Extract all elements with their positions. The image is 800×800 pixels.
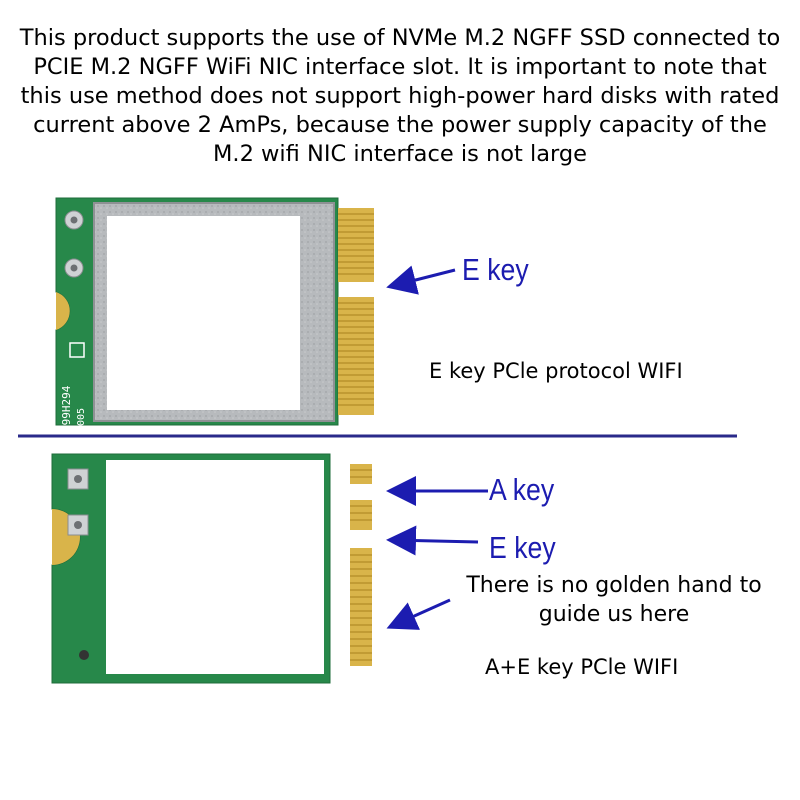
bottom-e-key-label: E key — [489, 530, 556, 565]
intro-line: this use method does not support high-po… — [20, 83, 780, 109]
bottom-gold-fingers — [350, 464, 372, 666]
arrow-icon — [386, 265, 456, 295]
antenna-connector-icon — [67, 468, 89, 490]
antenna-connector-icon — [64, 210, 84, 230]
note-line: There is no golden hand to — [466, 573, 762, 598]
top-e-key-notch — [346, 282, 376, 297]
bottom-wifi-card: A14-12 A E — [51, 453, 374, 684]
bottom-label-area — [106, 460, 324, 674]
key-letter-a: A — [337, 480, 350, 488]
top-shield-label — [107, 216, 300, 410]
bottom-a-key-notch — [342, 484, 374, 500]
mounting-hole-icon — [79, 650, 89, 660]
top-card-caption: E key PCle protocol WIFI — [429, 359, 683, 383]
intro-line: current above 2 AmPs, because the power … — [33, 112, 767, 138]
arrow-icon — [386, 598, 451, 630]
note-line: guide us here — [538, 602, 690, 627]
top-gold-fingers — [338, 208, 374, 415]
bottom-a-key-label: A key — [489, 472, 555, 507]
cert-mark-icon — [69, 342, 85, 358]
antenna-connector-icon — [67, 514, 89, 536]
silkscreen-text-2: V005 — [76, 408, 87, 432]
top-e-key-label: E key — [462, 252, 529, 287]
intro-line: PCIE M.2 NGFF WiFi NIC interface slot. I… — [33, 54, 767, 80]
bottom-card-caption: A+E key PCle WIFI — [485, 655, 679, 679]
top-screw-notch — [56, 292, 70, 330]
arrow-icon — [386, 525, 479, 556]
top-wifi-card: T99H294 V005 — [55, 197, 376, 432]
key-letter-e: E — [337, 521, 350, 528]
pin-label-text: A14-12 — [334, 599, 348, 642]
intro-text: This product supports the use of NVMe M.… — [0, 24, 800, 169]
intro-line: This product supports the use of NVMe M.… — [19, 25, 781, 51]
antenna-connector-icon — [64, 258, 84, 278]
silkscreen-text: T99H294 — [60, 385, 73, 432]
intro-line: M.2 wifi NIC interface is not large — [213, 141, 587, 167]
golden-hand-note: There is no golden hand to guide us here — [446, 571, 782, 629]
bottom-e-key-notch — [342, 531, 374, 547]
